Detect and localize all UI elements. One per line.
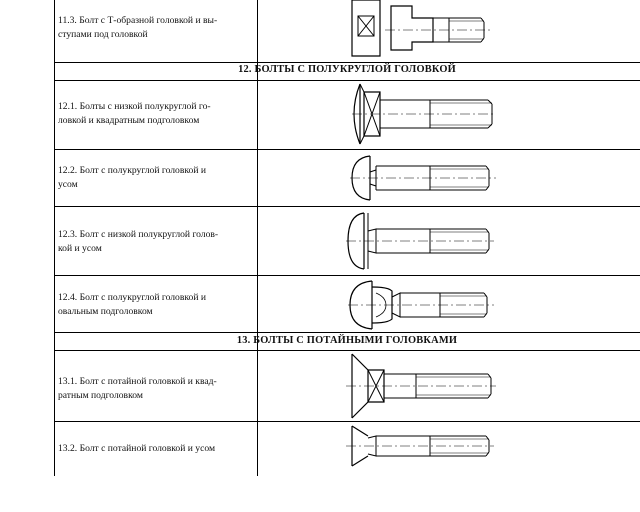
row-12-1-description: 12.1. Болты с низкой полукруглой го- лов…	[58, 101, 211, 126]
section-header-13: 13. БОЛТЫ С ПОТАЙНЫМИ ГОЛОВКАМИ	[236, 335, 458, 346]
countersunk-square-neck-bolt-drawing	[346, 352, 498, 420]
row-12-3-description: 12.3. Болт с низкой полукруглой голов- к…	[58, 229, 219, 254]
row-divider	[54, 332, 640, 333]
row-13-2-description: 13.2. Болт с потайной головкой и усом	[58, 443, 216, 454]
row-divider	[54, 80, 640, 81]
row-divider	[54, 421, 640, 422]
row-divider	[54, 275, 640, 276]
row-divider	[54, 206, 640, 207]
countersunk-lug-bolt-drawing	[346, 424, 496, 468]
low-half-round-lug-bolt-drawing	[346, 207, 496, 275]
row-divider	[54, 62, 640, 63]
half-round-oval-neck-bolt-drawing	[348, 277, 498, 333]
row-divider	[54, 350, 640, 351]
half-round-lug-bolt-drawing	[350, 150, 500, 206]
half-round-square-neck-bolt-drawing	[348, 80, 498, 148]
section-header-12: 12. БОЛТЫ С ПОЛУКРУГЛОЙ ГОЛОВКОЙ	[238, 64, 456, 75]
column-divider	[257, 0, 258, 476]
row-11-3-description: 11.3. Болт с Т-образной головкой и вы- с…	[58, 15, 218, 40]
left-border	[54, 0, 55, 476]
row-12-2-description: 12.2. Болт с полукруглой головкой и усом	[58, 165, 206, 190]
row-13-1-description: 13.1. Болт с потайной головкой и квад- р…	[58, 376, 217, 401]
t-head-bolt-drawing	[345, 0, 495, 60]
row-12-4-description: 12.4. Болт с полукруглой головкой и овал…	[58, 292, 206, 317]
row-divider	[54, 149, 640, 150]
